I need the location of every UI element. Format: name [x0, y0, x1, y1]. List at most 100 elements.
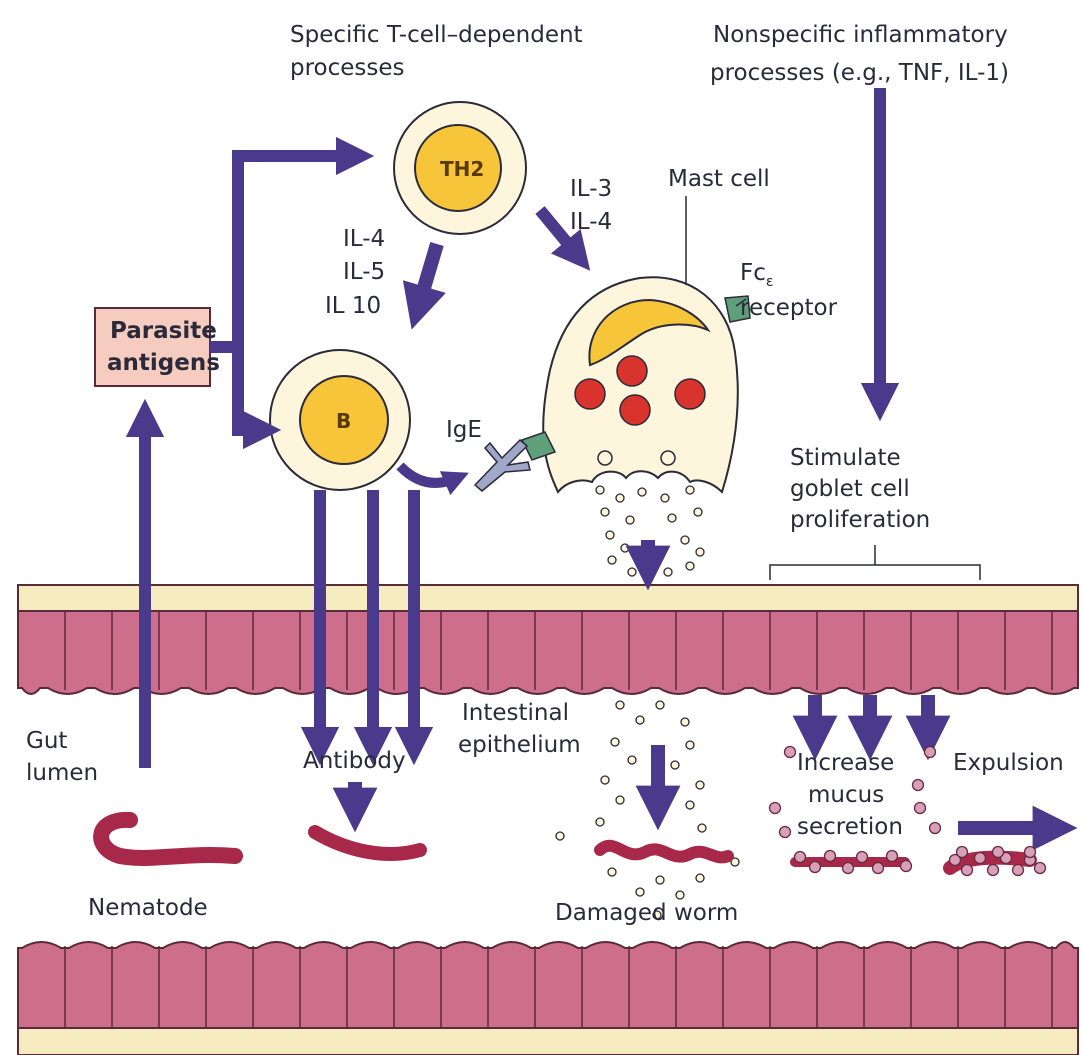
parasite-antigens-line1: Parasite	[110, 318, 217, 344]
ige-label: IgE	[446, 417, 482, 443]
granule	[617, 356, 647, 386]
damaged-worm-label: Damaged worm	[555, 900, 738, 926]
nematode-worm	[101, 820, 235, 858]
th2-label: TH2	[440, 157, 484, 181]
released-granule	[608, 868, 616, 876]
released-granule	[681, 718, 689, 726]
specific-processes-label-line1: Specific T-cell–dependent	[290, 22, 583, 48]
nonspecific-processes-label-line1: Nonspecific inflammatory	[713, 22, 1008, 48]
receptor-label: receptor	[740, 295, 838, 321]
ige-antibody	[475, 440, 530, 491]
released-granule	[676, 891, 684, 899]
released-granule	[628, 568, 636, 576]
released-granule	[601, 508, 609, 516]
mucus-granule	[1035, 863, 1046, 874]
mucus-granule	[988, 865, 999, 876]
released-granule	[608, 556, 616, 564]
released-granule	[626, 516, 634, 524]
released-granule	[601, 776, 609, 784]
released-granule	[556, 832, 564, 840]
released-granule	[668, 514, 676, 522]
released-granule	[681, 536, 689, 544]
released-granule	[694, 508, 702, 516]
gut-label: Gut	[26, 728, 67, 754]
stimulate-line1: Stimulate	[790, 445, 901, 471]
released-granule	[628, 756, 636, 764]
released-granule	[686, 486, 694, 494]
antibody-label: Antibody	[303, 748, 406, 774]
released-granule	[698, 824, 706, 832]
released-granule	[686, 562, 694, 570]
released-granule	[671, 761, 679, 769]
lower-epithelium-band	[18, 942, 1078, 1028]
mucus-granule	[887, 851, 898, 862]
released-granule	[686, 801, 694, 809]
il4-label-left: IL-4	[343, 226, 385, 252]
mast-cell-label: Mast cell	[668, 166, 770, 192]
mucus-granule	[901, 861, 912, 872]
damaged-worm	[600, 846, 728, 858]
mucus-granule	[810, 862, 821, 873]
increase-label: Increase	[797, 750, 894, 776]
nematode-label: Nematode	[88, 895, 208, 921]
released-granule	[656, 876, 664, 884]
released-granule	[686, 741, 694, 749]
lower-membrane	[18, 1028, 1078, 1055]
granule	[620, 395, 650, 425]
intestinal-label: Intestinal	[462, 700, 569, 726]
granule	[575, 379, 605, 409]
released-granule	[656, 701, 664, 709]
released-granule	[696, 548, 704, 556]
released-granule	[664, 568, 672, 576]
released-granule	[596, 486, 604, 494]
lower-intestinal-epithelium	[18, 942, 1078, 1055]
released-granule	[606, 531, 614, 539]
stimulate-line3: proliferation	[790, 507, 930, 533]
mucus-granule	[873, 863, 884, 874]
released-granule	[616, 494, 624, 502]
mucus-granule	[1025, 847, 1036, 858]
mucus-granule	[825, 851, 836, 862]
goblet-bracket	[770, 545, 980, 580]
mucus-granule	[975, 853, 986, 864]
mucus-granule	[962, 865, 973, 876]
epithelium-label: epithelium	[458, 732, 581, 758]
b-to-ige-arrow	[400, 466, 457, 483]
released-granule	[596, 818, 604, 826]
released-granule	[696, 781, 704, 789]
mucus-granule	[795, 852, 806, 863]
mucus-granule	[993, 847, 1004, 858]
released-granule	[616, 701, 624, 709]
il4-label-right: IL-4	[570, 209, 612, 235]
antigen-to-b-arrow	[238, 347, 262, 430]
b-cell-label: B	[336, 409, 351, 433]
mucus-granule	[1013, 865, 1024, 876]
upper-intestinal-epithelium	[18, 585, 1078, 694]
mucus-granule	[913, 780, 924, 791]
mast-cell	[522, 277, 750, 492]
parasite-antigens-line2: antigens	[107, 350, 220, 376]
released-granule	[638, 488, 646, 496]
mucus-granule	[780, 827, 791, 838]
antibody-coated-worm	[315, 832, 420, 854]
released-granule	[696, 874, 704, 882]
released-granule	[661, 494, 669, 502]
il5-label: IL-5	[343, 259, 385, 285]
specific-processes-label-line2: processes	[290, 55, 405, 81]
mucus-granule	[915, 803, 926, 814]
mucus-label: mucus	[808, 782, 884, 808]
upper-epithelium-band	[18, 611, 1078, 694]
il10-label: IL 10	[325, 293, 381, 319]
fc-label: Fcε	[740, 260, 773, 290]
expulsion-label: Expulsion	[953, 750, 1064, 776]
th2-to-b-arrow	[418, 244, 437, 308]
released-granule	[621, 544, 629, 552]
mucus-granule	[785, 747, 796, 758]
released-granule	[616, 796, 624, 804]
released-granule	[636, 716, 644, 724]
upper-membrane	[18, 585, 1078, 611]
mucus-granule	[957, 847, 968, 858]
mucus-granule	[930, 823, 941, 834]
mucus-granule	[857, 852, 868, 863]
